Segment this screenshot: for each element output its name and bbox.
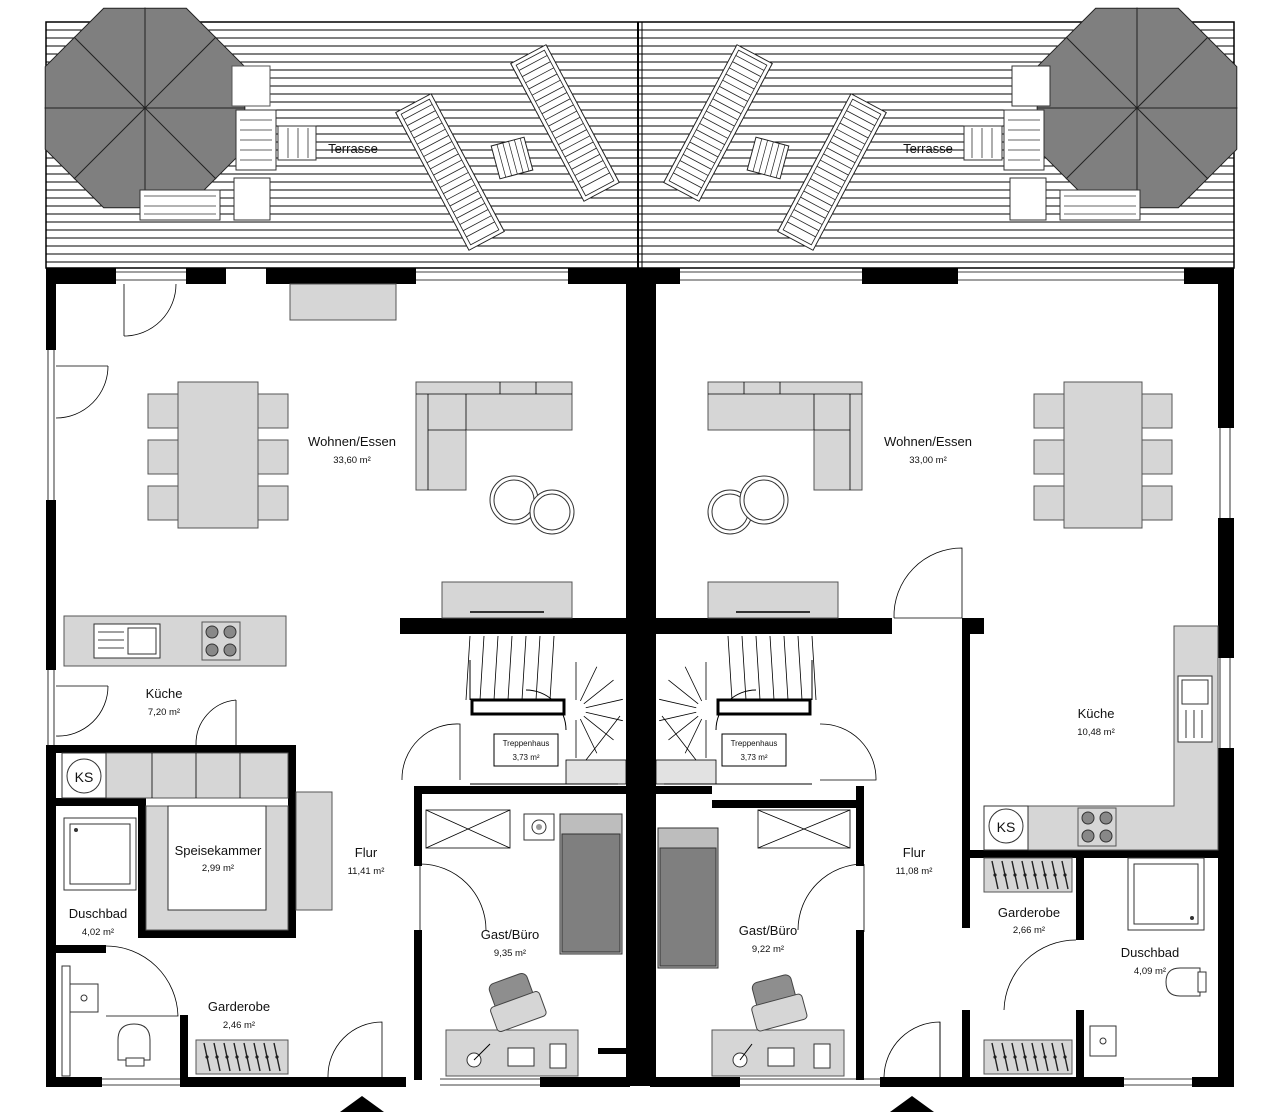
shower-area-right: 4,09 m² [1134,966,1166,977]
shower-name-right: Duschbad [1121,945,1180,960]
kitchen-area-right: 10,48 m² [1077,727,1115,738]
pantry-name-left: Speisekammer [175,843,262,858]
left-living-furniture [147,283,575,619]
left-wardrobe [195,1039,289,1075]
living-area-left: 33,60 m² [333,455,371,466]
side-table [490,136,534,180]
terrace-furniture-left [139,65,317,221]
sun-lounger [510,44,620,202]
right-guest-furniture [657,809,851,1077]
shower-name-left: Duschbad [69,906,128,921]
left-kitchen-furniture: KS [61,615,289,799]
guest-area-left: 9,35 m² [494,948,526,959]
sun-lounger [663,44,773,202]
right-wardrobe [983,857,1073,1075]
stairs-area-right: 3,73 m² [740,753,767,762]
ks-label-left: KS [75,769,94,785]
left-bath-furniture [61,817,151,1077]
umbrella-ribs [44,7,246,209]
stairs-label-right: Treppenhaus [731,739,778,748]
left-staircase: Treppenhaus 3,73 m² [462,634,627,785]
pantry-area-left: 2,99 m² [202,863,234,874]
umbrella-ribs [1036,7,1238,209]
terrace-label-right: Terrasse [903,141,953,156]
stairs-area-left: 3,73 m² [512,753,539,762]
coat-hangers [203,1042,281,1072]
hall-area-right: 11,08 m² [896,866,933,877]
coat-hangers [991,1042,1069,1072]
living-name-right: Wohnen/Essen [884,434,972,449]
doors [55,283,1077,1078]
right-staircase: Treppenhaus 3,73 m² [655,635,817,785]
guest-name-right: Gast/Büro [739,923,798,938]
stairs-label-left: Treppenhaus [503,739,550,748]
umbrella-right [1036,7,1238,209]
kitchen-name-left: Küche [146,686,183,701]
sun-loungers [395,44,887,251]
sun-lounger [777,93,887,251]
living-area-right: 33,00 m² [909,455,947,466]
terrace-furniture-right [963,65,1141,221]
terrace-label-left: Terrasse [328,141,378,156]
kitchen-name-right: Küche [1078,706,1115,721]
living-name-left: Wohnen/Essen [308,434,396,449]
hall-area-left: 11,41 m² [348,866,385,877]
side-table [746,136,790,180]
room-labels-right: Wohnen/Essen 33,00 m² Küche 10,48 m² Flu… [739,434,1180,977]
right-kitchen-furniture: KS [983,625,1219,851]
right-living-furniture [707,381,1173,619]
hall-name-left: Flur [355,845,378,860]
wardrobe-name-left: Garderobe [208,999,270,1014]
left-pantry [145,791,333,931]
walls [46,268,1234,1087]
guest-area-right: 9,22 m² [752,944,784,955]
ks-label-right: KS [997,819,1016,835]
guest-name-left: Gast/Büro [481,927,540,942]
hall-name-right: Flur [903,845,926,860]
sun-lounger [395,93,505,251]
kitchen-area-left: 7,20 m² [148,707,180,718]
wardrobe-name-right: Garderobe [998,905,1060,920]
stair-treads [655,635,817,785]
shower-area-left: 4,02 m² [82,927,114,938]
left-guest-furniture [425,809,623,1077]
wardrobe-area-right: 2,66 m² [1013,925,1045,936]
umbrella-left [44,7,246,209]
entrance-arrows [340,1096,934,1112]
stair-treads [465,635,627,785]
coat-hangers [991,860,1069,890]
room-labels-left: Wohnen/Essen 33,60 m² Küche 7,20 m² Spei… [69,434,540,1031]
right-bath-furniture [1089,857,1207,1057]
wardrobe-area-left: 2,46 m² [223,1020,255,1031]
